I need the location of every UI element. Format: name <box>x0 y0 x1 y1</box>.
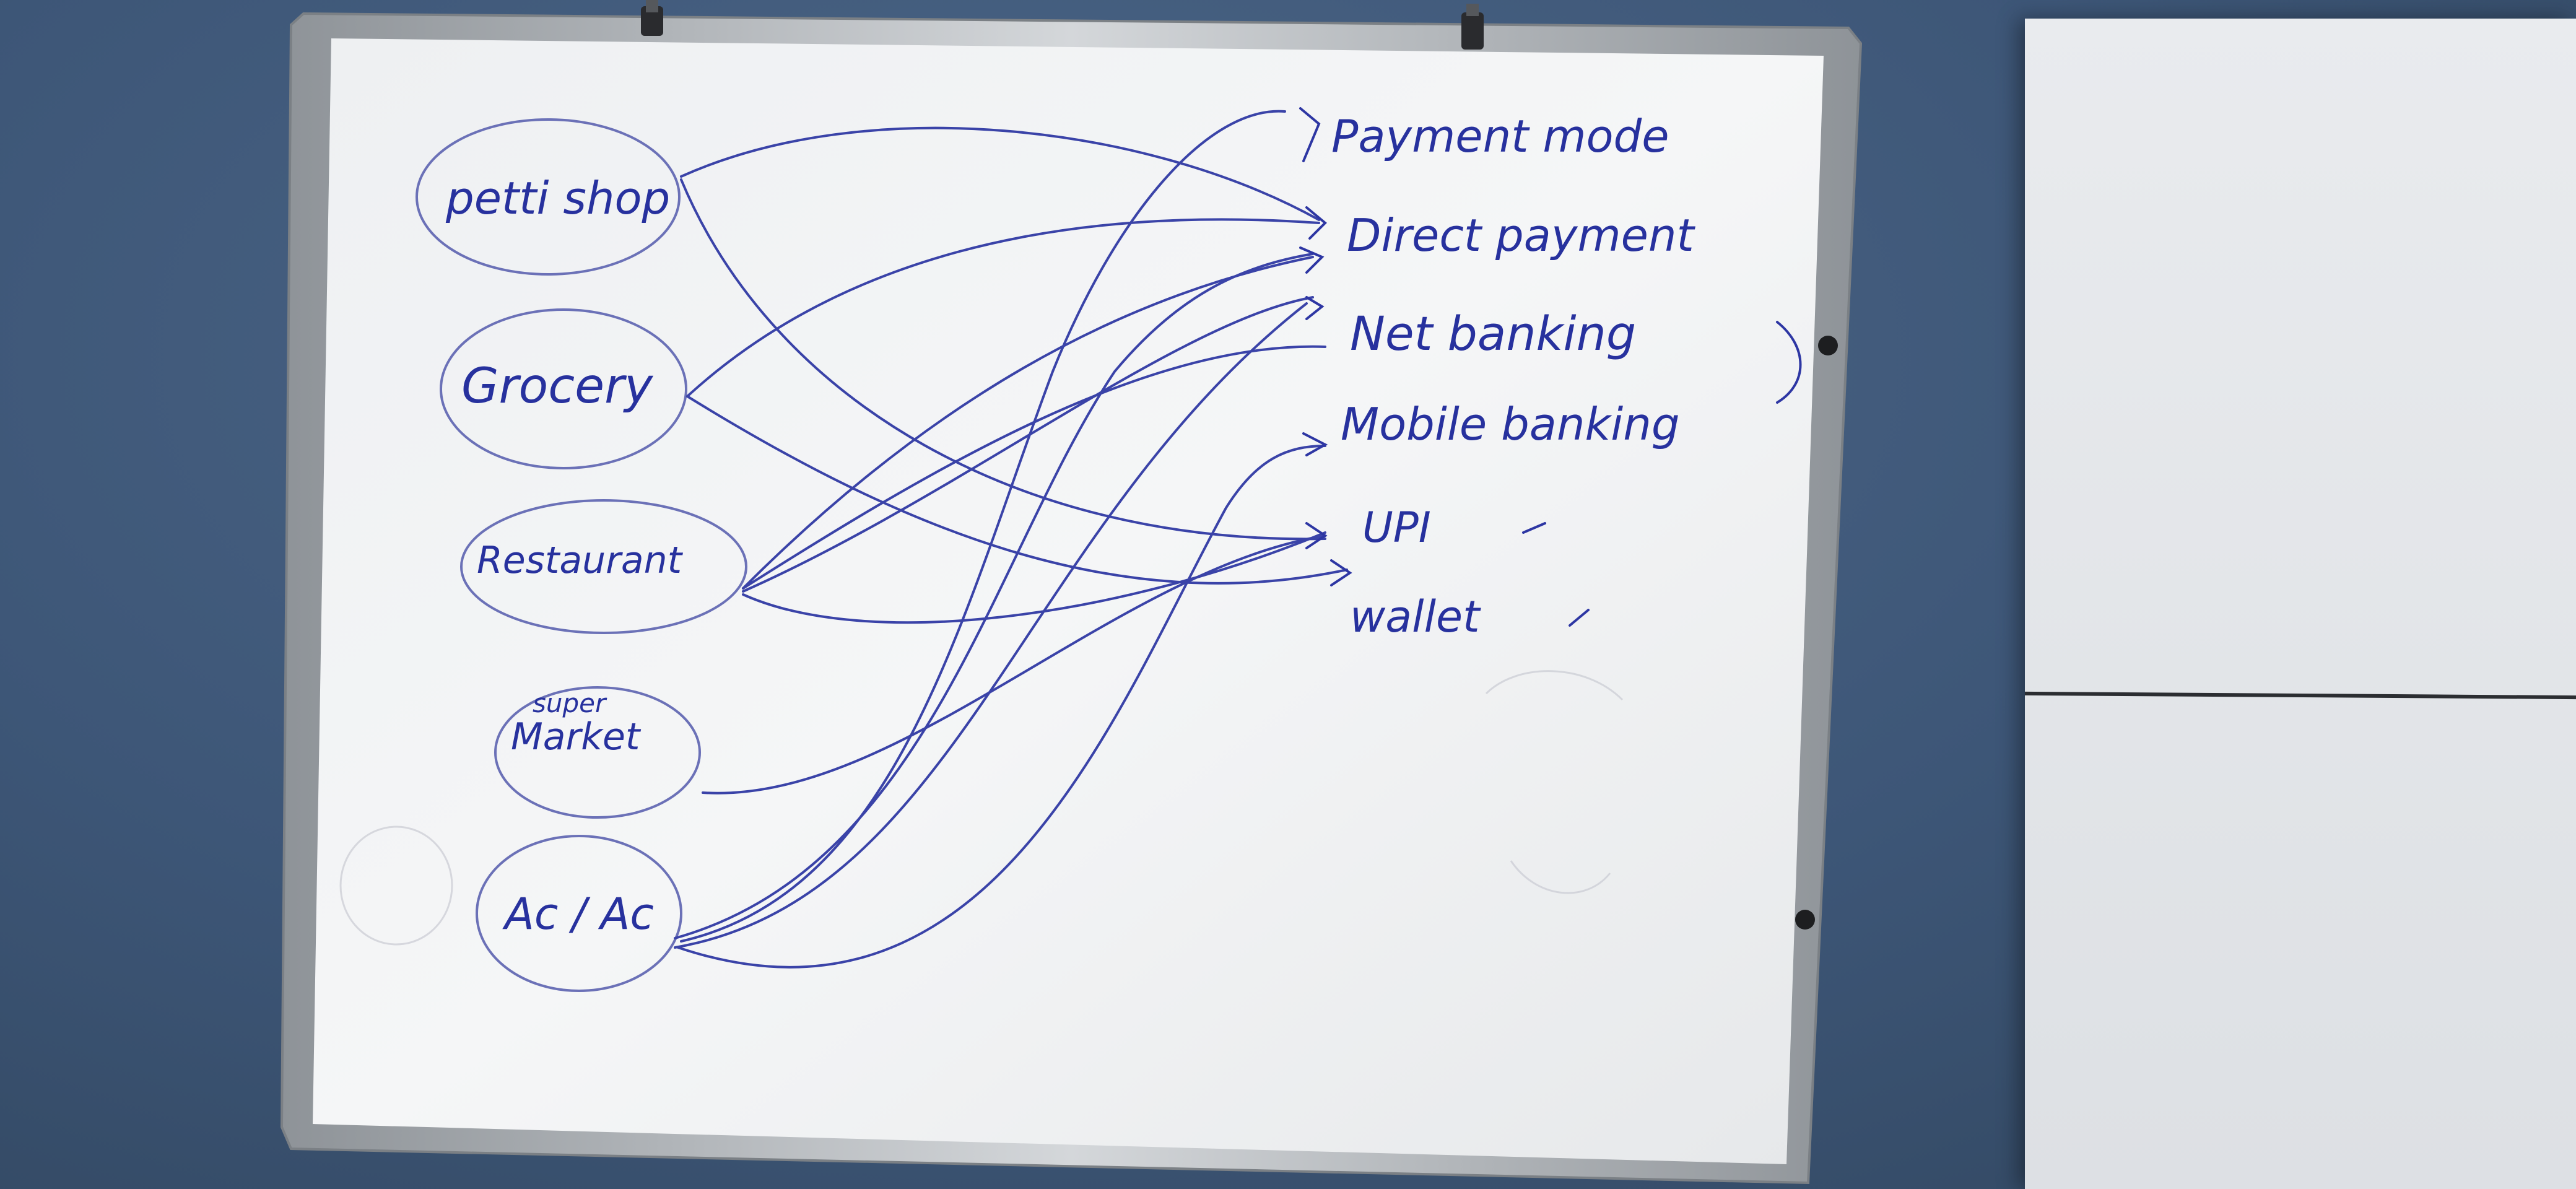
frame-bolt-icon <box>1795 910 1815 930</box>
arrowhead-icon <box>1299 107 1352 586</box>
label-grocery: Grocery <box>461 359 654 414</box>
label-ac: Ac / Ac <box>502 889 654 939</box>
node-petti-shop <box>416 118 681 276</box>
label-super: super <box>533 688 607 718</box>
label-restaurant: Restaurant <box>477 539 684 582</box>
whiteboard-surface <box>313 38 1824 1164</box>
label-market: Market <box>511 715 642 759</box>
eraser-smudge <box>339 670 1624 946</box>
side-foam-board <box>2024 19 2576 1189</box>
label-direct-payment: Direct payment <box>1347 209 1696 261</box>
node-grocery <box>440 308 687 469</box>
clip-icon <box>641 0 663 36</box>
connection-lines <box>674 110 1348 969</box>
label-wallet: wallet <box>1350 591 1481 642</box>
label-mobile-banking: Mobile banking <box>1341 398 1680 450</box>
node-super-market <box>494 686 701 819</box>
node-ac <box>476 835 682 992</box>
frame-bolt-icon <box>1818 336 1838 355</box>
clip-icon <box>1461 4 1484 50</box>
label-petti-shop: petti shop <box>445 172 670 224</box>
node-restaurant <box>460 499 747 634</box>
label-payment-mode: Payment mode <box>1331 110 1669 162</box>
label-upi: UPI <box>1362 503 1431 552</box>
checkmark-icon <box>1522 321 1802 627</box>
label-net-banking: Net banking <box>1350 306 1636 361</box>
